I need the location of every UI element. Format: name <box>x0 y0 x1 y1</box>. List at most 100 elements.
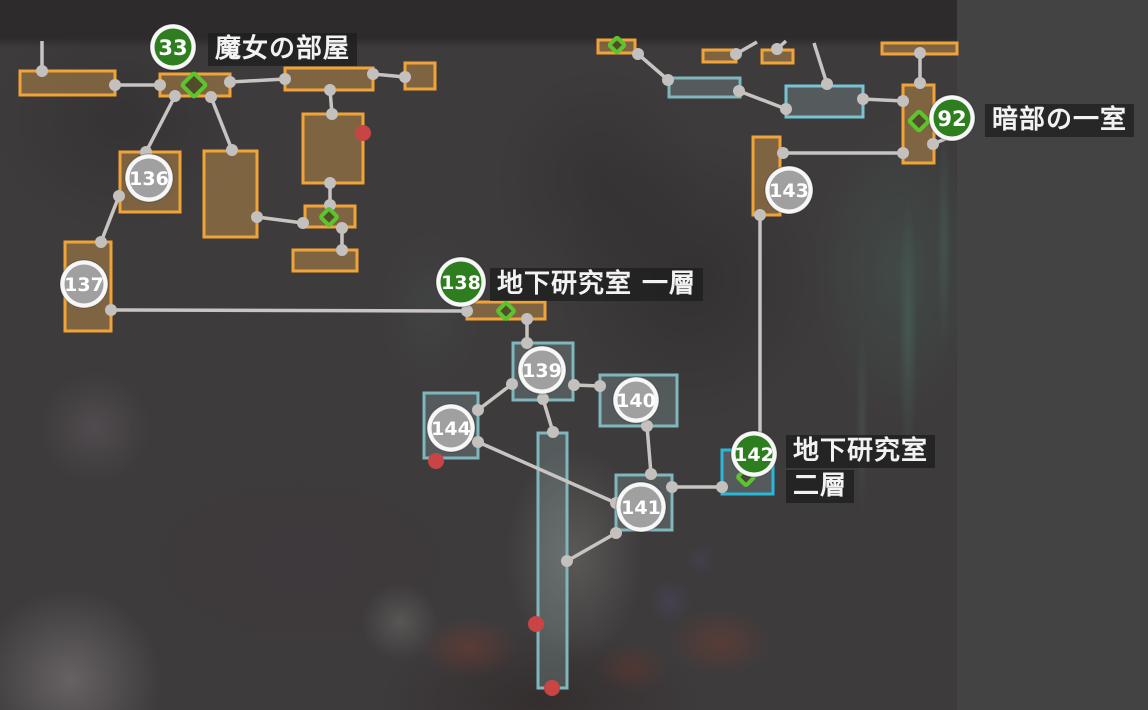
map-node-92[interactable]: 92 <box>928 94 976 142</box>
map-room-a1[interactable] <box>18 69 117 97</box>
edge-endpoint-dot <box>641 420 653 432</box>
edge-endpoint-dot <box>226 144 238 156</box>
red-marker <box>428 453 444 469</box>
respite-diamond-icon <box>319 207 339 227</box>
edge-endpoint-dot <box>461 305 473 317</box>
respite-diamond-icon <box>607 35 627 55</box>
edge-endpoint-dot <box>105 304 117 316</box>
map-edge <box>229 77 286 84</box>
map-edge <box>110 308 468 313</box>
node-fill <box>431 408 471 448</box>
map-node-139[interactable]: 139 <box>517 345 567 395</box>
map-edge <box>566 531 617 563</box>
map-edge <box>256 215 304 225</box>
edge-endpoint-dot <box>914 47 926 59</box>
edge-endpoint-dot <box>297 217 309 229</box>
edge-endpoint-dot <box>169 90 181 102</box>
map-room-a9[interactable] <box>291 248 359 273</box>
edge-endpoint-dot <box>324 177 336 189</box>
edge-endpoint-dot <box>821 78 833 90</box>
edge-endpoint-dot <box>224 76 236 88</box>
edge-endpoint-dot <box>730 48 742 60</box>
edge-endpoint-dot <box>561 555 573 567</box>
edge-endpoint-dot <box>326 108 338 120</box>
map-edge <box>477 440 617 505</box>
map-node-144[interactable]: 144 <box>426 403 476 453</box>
edge-endpoint-dot <box>568 379 580 391</box>
map-edge <box>476 382 514 412</box>
map-room-a6[interactable] <box>202 149 259 239</box>
edge-endpoint-dot <box>324 84 336 96</box>
red-marker <box>528 616 544 632</box>
map-room-t2[interactable] <box>784 84 865 119</box>
edge-endpoint-dot <box>547 426 559 438</box>
map-edge <box>862 97 904 103</box>
node-fill <box>129 158 169 198</box>
map-node-141[interactable]: 141 <box>615 481 667 533</box>
map-edge <box>99 195 121 243</box>
edge-endpoint-dot <box>279 73 291 85</box>
edge-endpoint-dot <box>632 48 644 60</box>
node-fill <box>769 170 809 210</box>
edge-endpoint-dot <box>754 209 766 221</box>
node-fill <box>522 350 562 390</box>
map-node-136[interactable]: 136 <box>124 153 174 203</box>
respite-diamond-icon <box>496 301 516 321</box>
node-fill <box>735 435 773 473</box>
edge-endpoint-dot <box>857 93 869 105</box>
map-room-t1[interactable] <box>667 76 742 99</box>
node-fill <box>440 261 482 303</box>
edge-endpoint-dot <box>594 380 606 392</box>
edge-endpoint-dot <box>113 190 125 202</box>
edge-endpoint-dot <box>645 468 657 480</box>
edge-endpoint-dot <box>472 436 484 448</box>
edge-endpoint-dot <box>336 244 348 256</box>
node-fill <box>154 28 192 66</box>
edge-endpoint-dot <box>399 71 411 83</box>
edge-endpoint-dot <box>109 79 121 91</box>
edge-endpoint-dot <box>927 138 939 150</box>
respite-diamond-icon <box>907 109 931 133</box>
map-edge <box>645 425 653 475</box>
map-node-138[interactable]: 138 <box>435 256 487 308</box>
edge-endpoint-dot <box>367 68 379 80</box>
map-edge <box>812 42 829 85</box>
edge-endpoint-dot <box>506 378 518 390</box>
edge-endpoint-dot <box>610 527 622 539</box>
map-node-142[interactable]: 142 <box>730 430 778 478</box>
edge-endpoint-dot <box>36 65 48 77</box>
edge-endpoint-dot <box>537 393 549 405</box>
map-node-33[interactable]: 33 <box>149 23 197 71</box>
red-marker <box>355 125 371 141</box>
edge-endpoint-dot <box>662 74 674 86</box>
edge-endpoint-dot <box>733 85 745 97</box>
edge-endpoint-dot <box>771 43 783 55</box>
red-marker <box>544 680 560 696</box>
map-room-a7[interactable] <box>301 112 365 185</box>
map-node-137[interactable]: 137 <box>59 259 109 309</box>
map-edge <box>209 96 234 151</box>
respite-diamond-icon <box>180 71 208 99</box>
node-fill <box>617 381 655 419</box>
edge-endpoint-dot <box>95 236 107 248</box>
map-node-140[interactable]: 140 <box>612 376 660 424</box>
edge-endpoint-dot <box>914 77 926 89</box>
edge-endpoint-dot <box>154 79 166 91</box>
edge-endpoint-dot <box>251 211 263 223</box>
edge-endpoint-dot <box>897 147 909 159</box>
map-node-143[interactable]: 143 <box>764 165 814 215</box>
edge-endpoint-dot <box>336 222 348 234</box>
edge-endpoint-dot <box>205 91 217 103</box>
map-edge <box>636 52 670 82</box>
node-fill <box>620 486 662 528</box>
edge-endpoint-dot <box>472 404 484 416</box>
edge-endpoint-dot <box>716 481 728 493</box>
edge-endpoint-dot <box>666 481 678 493</box>
node-fill <box>933 99 971 137</box>
edge-endpoint-dot <box>521 313 533 325</box>
edge-endpoint-dot <box>780 103 792 115</box>
node-fill <box>64 264 104 304</box>
edge-endpoint-dot <box>897 95 909 107</box>
